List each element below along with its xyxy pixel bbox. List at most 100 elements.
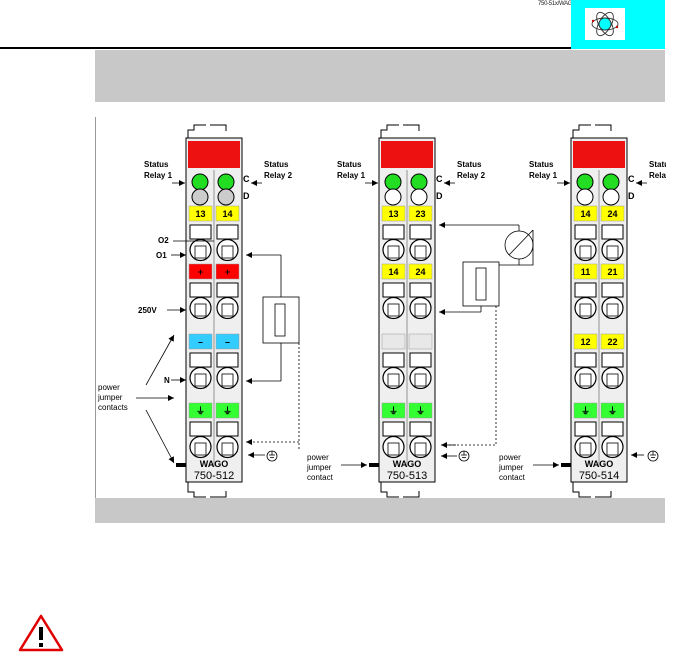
- meter-icon: [508, 229, 534, 256]
- status-relay-2-label: Relay 2: [649, 171, 666, 180]
- resistor-icon: [274, 303, 286, 337]
- figure-caption-band: [95, 498, 665, 523]
- terminal-release: [601, 421, 624, 437]
- terminal-label-text: ⏚: [416, 406, 425, 416]
- status-relay-2-label: Status: [457, 160, 482, 169]
- terminal-label-text: 13: [195, 209, 205, 219]
- terminal-label: [573, 402, 598, 419]
- model-number: 750-513: [387, 470, 427, 482]
- terminal-label-text: 11: [581, 267, 591, 277]
- power-jumper-label: power: [499, 453, 521, 462]
- terminal-label: [215, 263, 240, 280]
- model-number: 750-512: [194, 470, 234, 482]
- power-jumper-label: contact: [307, 473, 334, 482]
- terminal-label: [600, 205, 625, 222]
- led-slot: [217, 188, 235, 206]
- terminal-label: [408, 263, 433, 280]
- terminal-label: [215, 402, 240, 419]
- power-jumper-label: power: [307, 453, 329, 462]
- status-led: [602, 173, 620, 191]
- arrow-head: [248, 452, 254, 458]
- status-led: [384, 173, 402, 191]
- module-marker-red: [381, 141, 433, 168]
- terminal-release: [409, 282, 432, 298]
- terminal-clamp-inner: [221, 373, 234, 387]
- power-jumper-arrow: [145, 409, 175, 464]
- arrow-head: [441, 442, 447, 448]
- v250-label: 250V: [138, 306, 157, 315]
- status-relay-2-label: Status: [649, 160, 666, 169]
- terminal-label-text: 13: [388, 209, 398, 219]
- terminal-clamp-inner: [387, 303, 400, 317]
- terminal-label-text: ⏚: [608, 406, 617, 416]
- power-jumper-contact: [561, 463, 571, 467]
- terminal-release: [216, 352, 239, 368]
- arrow-head: [180, 377, 186, 383]
- arrow-head: [636, 180, 642, 186]
- terminal-release: [382, 224, 405, 240]
- arrow-head: [180, 307, 186, 313]
- terminal-release: [189, 421, 212, 437]
- arrow-head: [168, 335, 174, 342]
- terminal-clamp-inner: [579, 442, 592, 456]
- led-slot: [384, 188, 402, 206]
- terminal-clamp-inner: [606, 303, 619, 317]
- arrow-head: [246, 439, 252, 445]
- terminal-release: [382, 352, 405, 368]
- terminal-label-text: ⏚: [196, 406, 205, 416]
- status-relay-1-label: Status: [529, 160, 554, 169]
- arrow-head: [564, 180, 570, 186]
- rail-clip-top: [572, 124, 612, 140]
- terminal-clamp-inner: [414, 245, 427, 259]
- terminal-label-text: ⏚: [223, 406, 232, 416]
- terminal-label-text: 24: [415, 267, 425, 277]
- logo-box: [571, 0, 665, 49]
- terminal-label: [188, 402, 213, 419]
- terminal-label-text: 21: [607, 267, 617, 277]
- brand-label: WAGO: [200, 459, 229, 469]
- terminal-label-text: ⏚: [581, 406, 590, 416]
- terminal-release: [216, 224, 239, 240]
- arrow-head: [180, 252, 186, 258]
- status-relay-1-label: Status: [337, 160, 362, 169]
- terminal-label: [188, 263, 213, 280]
- status-relay-1-label: Relay 1: [529, 171, 558, 180]
- terminal-clamp-inner: [414, 373, 427, 387]
- arrow-head: [441, 453, 447, 459]
- arrow-head: [372, 180, 378, 186]
- status-relay-1-label: Status: [144, 160, 169, 169]
- module-marker-red: [188, 141, 240, 168]
- terminal-label: [188, 333, 213, 350]
- terminal-label: [215, 333, 240, 350]
- model-number: 750-514: [579, 470, 619, 482]
- terminal-clamp-inner: [579, 373, 592, 387]
- terminal-label: [408, 205, 433, 222]
- terminal-label-text: 12: [580, 337, 590, 347]
- status-led: [576, 173, 594, 191]
- status-led: [410, 173, 428, 191]
- module-marker-red: [573, 141, 625, 168]
- terminal-clamp-inner: [606, 245, 619, 259]
- led-letter-d: D: [436, 191, 443, 201]
- status-led: [217, 173, 235, 191]
- terminal-clamp-inner: [194, 442, 207, 456]
- terminal-label-text: ⏚: [389, 406, 398, 416]
- terminal-label: [600, 402, 625, 419]
- terminal-label-text: 23: [415, 209, 425, 219]
- arrow-head: [444, 180, 450, 186]
- section-header-band: [95, 50, 665, 102]
- terminal-release: [574, 421, 597, 437]
- terminal-release: [574, 224, 597, 240]
- terminal-clamp-inner: [221, 245, 234, 259]
- led-letter-c: C: [628, 174, 635, 184]
- terminal-clamp-inner: [194, 303, 207, 317]
- terminal-release: [382, 282, 405, 298]
- terminal-label: [408, 402, 433, 419]
- pe-wire: [446, 306, 497, 446]
- power-jumper-label: power: [98, 383, 120, 392]
- header-divider: [0, 47, 572, 49]
- arrow-head: [251, 180, 257, 186]
- terminal-clamp-inner: [606, 442, 619, 456]
- terminal-release: [216, 282, 239, 298]
